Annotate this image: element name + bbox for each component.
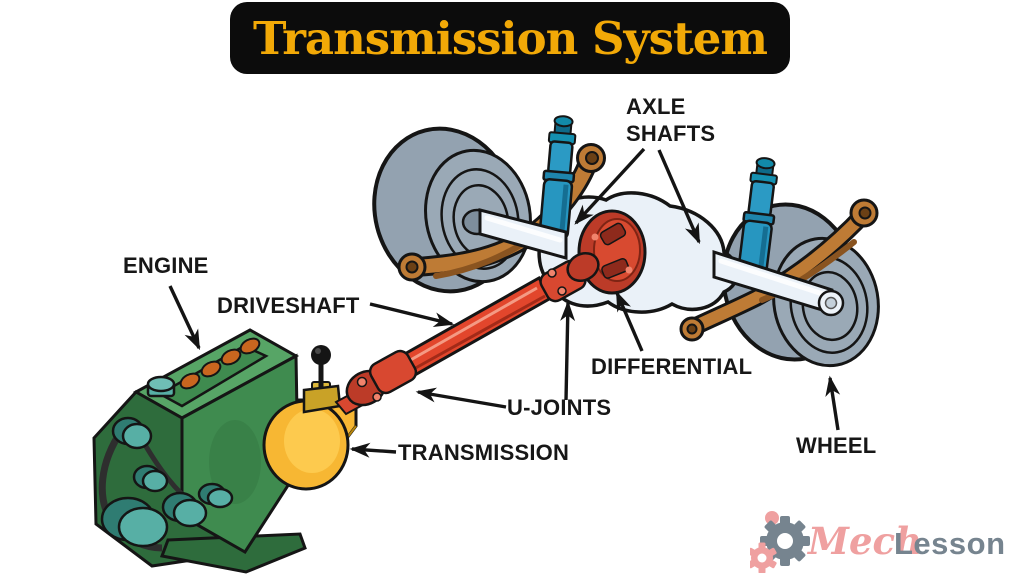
left-axle-shaft-tube — [478, 208, 568, 260]
label-u-joints: U-JOINTS — [507, 395, 612, 420]
brand-name-lesson: Lesson — [894, 526, 1006, 561]
arrow-to-transmission — [349, 442, 397, 458]
left-shock-absorber — [538, 115, 577, 240]
engine-pulleys — [100, 416, 234, 548]
brand-logo: Mech Lesson — [744, 505, 1022, 575]
driveshaft-assembly — [334, 251, 600, 416]
label-differential: DIFFERENTIAL — [591, 354, 753, 379]
gear-shift-lever — [302, 345, 342, 414]
right-leaf-spring — [679, 198, 879, 342]
arrow-to-left-axle-shaft — [574, 147, 646, 225]
label-transmission: TRANSMISSION — [398, 440, 570, 465]
arrow-to-right-axle-shaft — [657, 149, 701, 245]
gears-icon — [750, 511, 810, 573]
right-axle-shaft-tube — [712, 249, 845, 317]
label-axle-shafts-line2: SHAFTS — [626, 121, 716, 146]
front-u-joint — [539, 251, 600, 303]
label-wheel: WHEEL — [796, 433, 877, 458]
transmission-case — [262, 345, 358, 491]
differential-housing — [577, 209, 647, 295]
rear-left-wheel-drum — [372, 126, 532, 294]
title-banner: Transmission System — [230, 2, 790, 74]
label-axle-shafts: AXLE SHAFTS — [626, 93, 715, 147]
leader-arrows — [168, 147, 841, 458]
rear-u-joint — [345, 349, 418, 407]
engine-block — [92, 328, 307, 574]
page-title: Transmission System — [252, 11, 768, 65]
arrow-to-rear-u-joint — [415, 387, 507, 409]
label-driveshaft: DRIVESHAFT — [217, 293, 360, 318]
arrow-to-differential — [615, 290, 644, 352]
brand-name-mech: Mech — [808, 519, 922, 563]
label-engine: ENGINE — [123, 253, 209, 278]
arrow-to-wheel — [825, 375, 841, 431]
label-axle-shafts-line1: AXLE — [626, 94, 686, 119]
arrow-to-driveshaft — [369, 302, 455, 327]
arrow-to-engine — [168, 285, 201, 351]
arrow-to-front-u-joint — [560, 300, 576, 401]
